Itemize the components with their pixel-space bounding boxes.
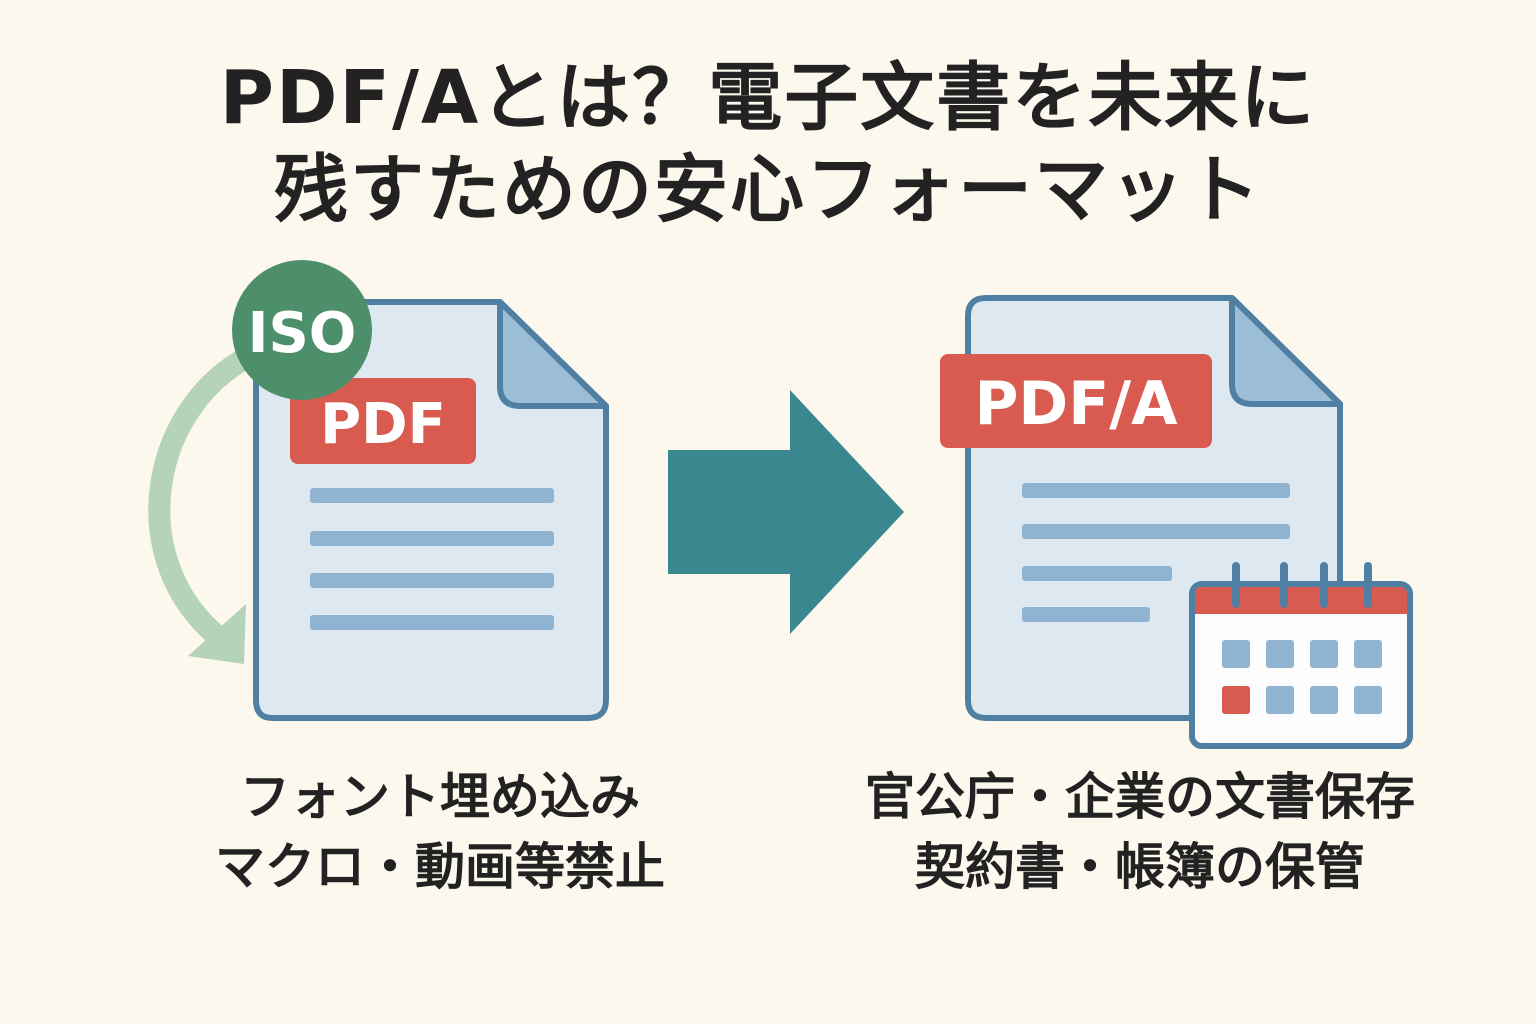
text-line — [310, 615, 554, 630]
cycle-arrow-icon — [148, 341, 269, 664]
text-line — [1022, 483, 1290, 498]
text-line — [310, 488, 554, 503]
calendar-icon — [1189, 562, 1413, 749]
right-caption-line-2: 契約書・帳簿の保管 — [915, 838, 1365, 896]
title-line-2: 残すための安心フォーマット — [274, 147, 1262, 233]
left-caption-line-2: マクロ・動画等禁止 — [215, 838, 665, 896]
pdf-label-text: PDF — [320, 392, 446, 457]
text-line — [1022, 607, 1150, 622]
pdfa-label-text: PDF/A — [974, 369, 1178, 439]
right-caption: 官公庁・企業の文書保存 契約書・帳簿の保管 — [820, 762, 1460, 902]
arrow-right-icon — [668, 390, 904, 634]
text-line — [310, 573, 554, 588]
title-line-1: PDF/Aとは？電子文書を未来に — [219, 55, 1317, 141]
pdf-label: PDF — [290, 378, 476, 464]
text-line — [310, 531, 554, 546]
right-caption-line-1: 官公庁・企業の文書保存 — [865, 768, 1415, 826]
pdfa-label: PDF/A — [940, 354, 1212, 448]
iso-badge-icon: ISO — [232, 260, 372, 400]
page-title: PDF/Aとは？電子文書を未来に 残すための安心フォーマット — [0, 52, 1536, 236]
iso-badge-text: ISO — [248, 301, 357, 366]
text-line — [1022, 566, 1172, 581]
text-line — [1022, 524, 1290, 539]
left-caption: フォント埋め込み マクロ・動画等禁止 — [140, 762, 740, 902]
left-caption-line-1: フォント埋め込み — [240, 768, 640, 826]
